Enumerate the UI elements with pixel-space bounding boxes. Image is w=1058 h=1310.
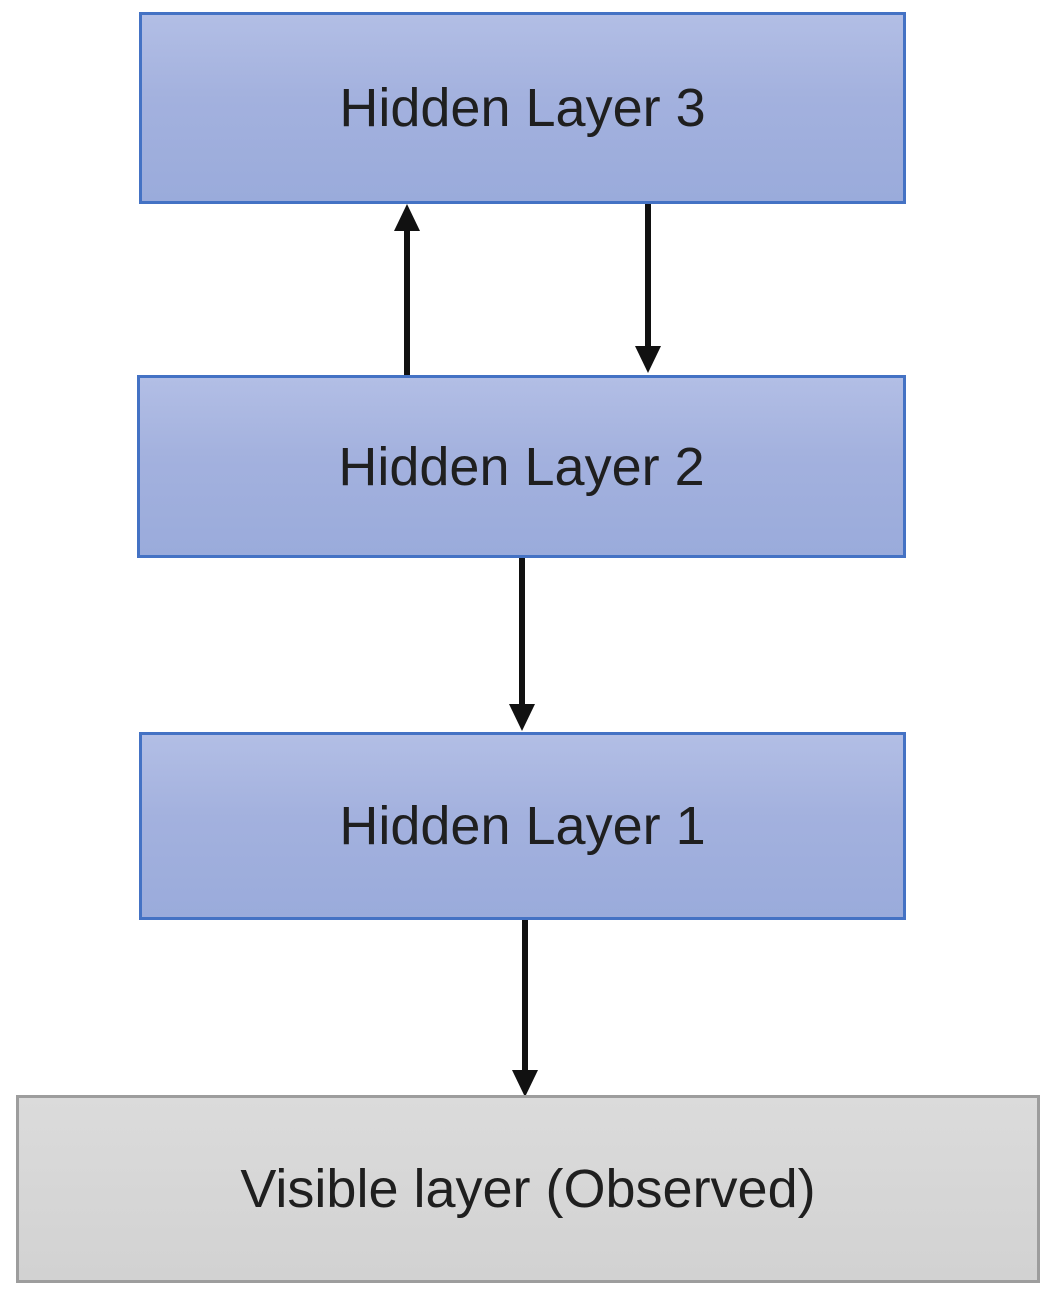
arrow-down-h1-to-visible bbox=[512, 920, 538, 1097]
node-hidden-layer-3-label: Hidden Layer 3 bbox=[339, 78, 706, 138]
arrow-down-h3-to-h2 bbox=[635, 204, 661, 373]
node-visible-layer: Visible layer (Observed) bbox=[16, 1095, 1040, 1283]
node-hidden-layer-1: Hidden Layer 1 bbox=[139, 732, 906, 920]
node-hidden-layer-2: Hidden Layer 2 bbox=[137, 375, 906, 558]
arrow-down-h2-to-h1 bbox=[509, 558, 535, 731]
node-hidden-layer-3: Hidden Layer 3 bbox=[139, 12, 906, 204]
arrow-up-h2-to-h3 bbox=[394, 204, 420, 375]
arrow-shaft bbox=[404, 231, 410, 375]
arrowhead-down-icon bbox=[509, 704, 535, 731]
arrowhead-up-icon bbox=[394, 204, 420, 231]
arrow-shaft bbox=[522, 920, 528, 1070]
node-hidden-layer-1-label: Hidden Layer 1 bbox=[339, 796, 706, 856]
node-visible-layer-label: Visible layer (Observed) bbox=[240, 1159, 816, 1219]
arrowhead-down-icon bbox=[512, 1070, 538, 1097]
node-hidden-layer-2-label: Hidden Layer 2 bbox=[338, 436, 705, 497]
arrow-shaft bbox=[519, 558, 525, 704]
arrowhead-down-icon bbox=[635, 346, 661, 373]
arrow-shaft bbox=[645, 204, 651, 346]
